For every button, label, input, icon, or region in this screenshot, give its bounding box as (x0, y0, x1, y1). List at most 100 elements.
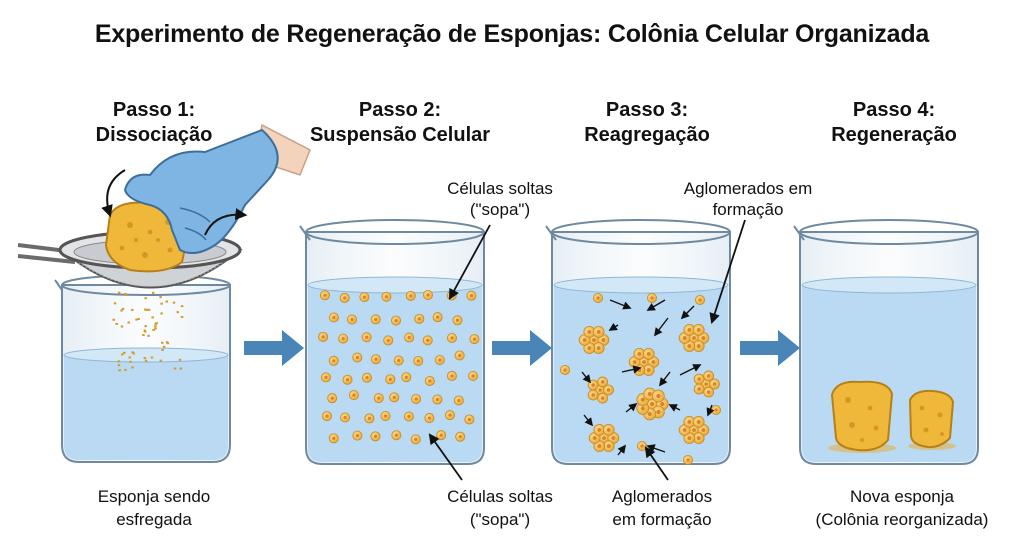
migration-arrow-icon (668, 404, 681, 412)
gloved-hand-icon (123, 123, 311, 255)
cell-fragment (151, 316, 154, 319)
scrub-arrow-left-icon (101, 169, 126, 218)
cell-nucleus (469, 294, 474, 298)
cell-nucleus (448, 413, 452, 417)
cell-nucleus (600, 396, 605, 400)
cell-fragment (159, 359, 163, 362)
cell-fragment (131, 351, 134, 354)
cell-nucleus (438, 358, 442, 362)
cell-nucleus (686, 458, 690, 462)
cell-nucleus (450, 374, 454, 378)
migration-arrow-icon (617, 444, 627, 456)
cell-fragment (143, 329, 147, 332)
cell-fragment (112, 318, 116, 321)
cell-nucleus (640, 444, 644, 448)
cell-nucleus (712, 382, 717, 386)
cell-nucleus (394, 318, 398, 323)
cell-nucleus (692, 336, 696, 340)
cell-nucleus (407, 414, 411, 419)
cell-fragment (165, 300, 168, 303)
step-3-caption: Aglomerados em formação (611, 487, 713, 529)
cell-nucleus (407, 335, 411, 340)
cell-nucleus (682, 336, 687, 340)
cell-fragment (124, 368, 127, 371)
cell-nucleus (377, 396, 381, 400)
cell-nucleus (435, 315, 440, 319)
cell-fragment (115, 322, 118, 325)
cell-nucleus (324, 375, 328, 379)
pointer-arrow-aggregate-bottom-icon (644, 446, 669, 481)
migration-arrow-icon (706, 404, 715, 417)
cell-nucleus (362, 295, 366, 299)
cell-nucleus (350, 317, 354, 322)
cell-nucleus (606, 427, 611, 432)
cell-nucleus (660, 401, 665, 407)
cell-fragment (166, 342, 170, 345)
cell-nucleus (642, 360, 646, 364)
cell-nucleus (330, 396, 334, 400)
cell-fragment (135, 318, 138, 321)
cell-nucleus (640, 397, 645, 402)
cell-nucleus (701, 336, 706, 340)
page-title: Experimento de Regeneração de Esponjas: … (94, 20, 930, 48)
cell-nucleus (355, 355, 359, 360)
migration-arrow-icon (653, 317, 669, 337)
cell-nucleus (597, 427, 602, 432)
cell-nucleus (450, 336, 454, 340)
cell-fragment (144, 308, 147, 311)
cell-nucleus (458, 435, 462, 439)
cell-nucleus (706, 374, 711, 378)
cell-fragment (129, 360, 132, 363)
step-3-title: Passo 3: Reagregação (584, 99, 710, 146)
cell-fragment (123, 351, 126, 354)
migration-arrow-icon (625, 402, 638, 413)
migration-arrow-icon (608, 322, 619, 331)
cell-nucleus (467, 417, 471, 422)
cell-fragment (147, 334, 150, 337)
cell-nucleus (682, 428, 687, 432)
annotation-aggregates-top: Aglomerados em formação (683, 179, 813, 219)
cell-fragment (144, 359, 148, 362)
cell-fragment (159, 296, 162, 299)
cell-fragment (144, 325, 147, 328)
cell-nucleus (687, 436, 692, 441)
cell-nucleus (596, 346, 601, 351)
cell-fragment (131, 308, 134, 311)
flow-arrow-3-icon (740, 330, 800, 366)
cell-nucleus (687, 327, 692, 332)
cell-fragment (118, 369, 121, 372)
migration-arrow-icon (658, 371, 671, 387)
cell-nucleus (606, 388, 611, 392)
cell-nucleus (647, 391, 652, 397)
cell-nucleus (416, 359, 420, 363)
cell-nucleus (656, 393, 661, 399)
cell-nucleus (343, 415, 347, 420)
cell-fragment (124, 294, 128, 297)
cell-nucleus (439, 433, 443, 437)
annotation-soup-top: Células soltas ("sopa") (447, 179, 553, 219)
cell-fragment (120, 309, 123, 312)
falling-cells (112, 291, 184, 372)
cell-fragment (113, 302, 117, 305)
cell-nucleus (587, 329, 592, 334)
cell-cluster (578, 326, 610, 354)
cell-nucleus (392, 395, 396, 399)
cell-nucleus (365, 335, 369, 339)
cell-fragment (151, 291, 155, 294)
cell-nucleus (706, 390, 711, 394)
cell-nucleus (696, 344, 701, 349)
cell-suspension (318, 290, 480, 445)
cell-cluster (693, 370, 720, 398)
cell-nucleus (687, 344, 692, 349)
cell-fragment (154, 325, 157, 328)
migration-arrow-icon (680, 305, 695, 320)
cell-nucleus (651, 360, 656, 364)
cell-nucleus (598, 388, 602, 392)
cell-fragment (147, 308, 151, 311)
cell-nucleus (355, 434, 360, 438)
cell-nucleus (563, 368, 567, 372)
cell-nucleus (647, 411, 652, 417)
cell-nucleus (656, 409, 661, 415)
cell-nucleus (383, 414, 388, 418)
